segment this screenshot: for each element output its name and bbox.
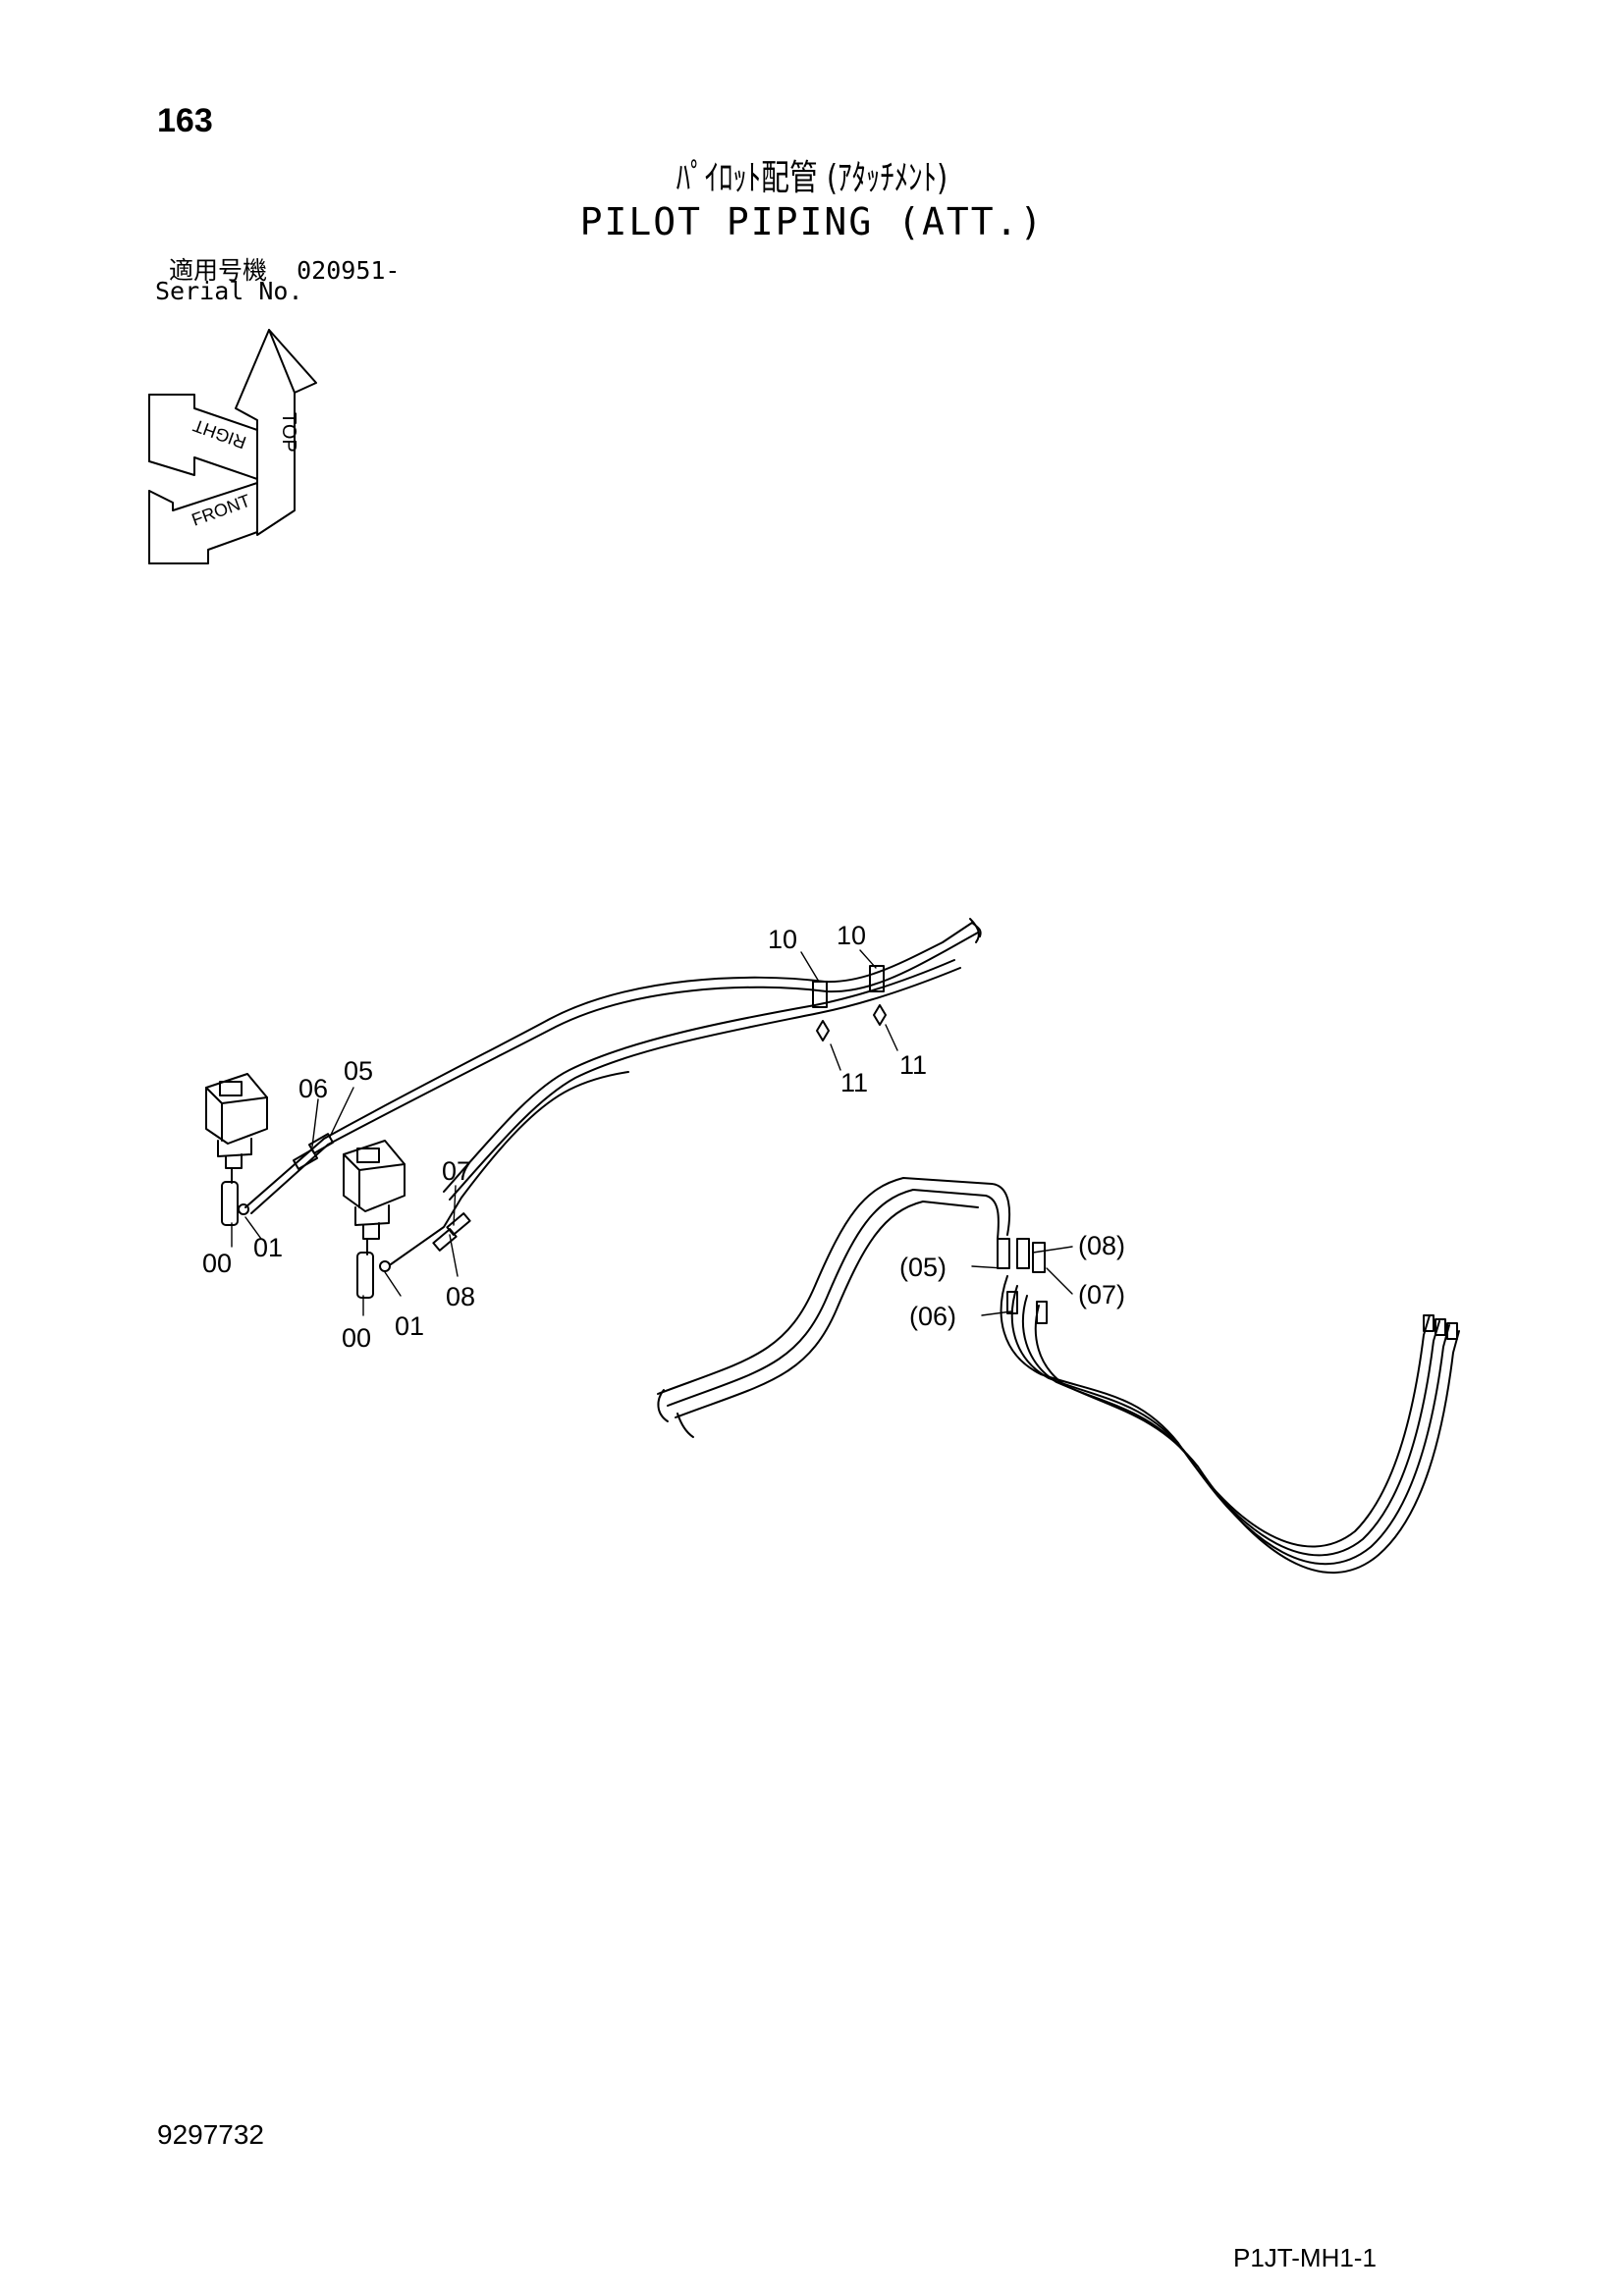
callout-07: 07 <box>442 1156 471 1186</box>
callout-01-upper: 01 <box>253 1233 283 1262</box>
callout-08: 08 <box>446 1282 475 1311</box>
callout-11-left: 11 <box>840 1068 868 1097</box>
callout-06: 06 <box>298 1074 328 1103</box>
serial-label-english: Serial No. <box>155 277 303 305</box>
page-number: 163 <box>157 102 213 139</box>
callout-00-upper: 00 <box>202 1249 232 1278</box>
orientation-top-label: TOP <box>278 412 299 453</box>
callout-06-ref: (06) <box>909 1302 956 1331</box>
hose-bundle-upper <box>231 918 982 1316</box>
title-japanese: ﾊﾟｲﾛｯﾄ配管 (ｱﾀｯﾁﾒﾝﾄ) <box>676 158 948 198</box>
pilot-valve-lower <box>343 1140 406 1299</box>
callout-01-lower: 01 <box>395 1311 424 1341</box>
callout-05-ref: (05) <box>899 1253 947 1282</box>
callout-10-left: 10 <box>768 925 797 954</box>
callout-11-right: 11 <box>899 1050 927 1080</box>
hose-bundle-lower <box>657 1177 1460 1574</box>
title-english: PILOT PIPING (ATT.) <box>579 200 1045 243</box>
serial-line-japanese: 適用号機 020951- <box>169 251 400 287</box>
document-number: 9297732 <box>157 2119 265 2150</box>
orientation-icon: TOP RIGHT FRONT <box>148 329 317 564</box>
callout-05: 05 <box>344 1056 373 1086</box>
callout-00-lower: 00 <box>342 1323 371 1353</box>
pilot-valve-upper <box>205 1073 268 1226</box>
callout-10-right: 10 <box>837 921 866 950</box>
serial-label-japanese: 適用号機 <box>169 256 268 285</box>
sheet-code: P1JT-MH1-1 <box>1233 2243 1377 2272</box>
callout-07-ref: (07) <box>1078 1280 1125 1309</box>
callout-08-ref: (08) <box>1078 1231 1125 1260</box>
serial-value: 020951- <box>297 256 401 285</box>
